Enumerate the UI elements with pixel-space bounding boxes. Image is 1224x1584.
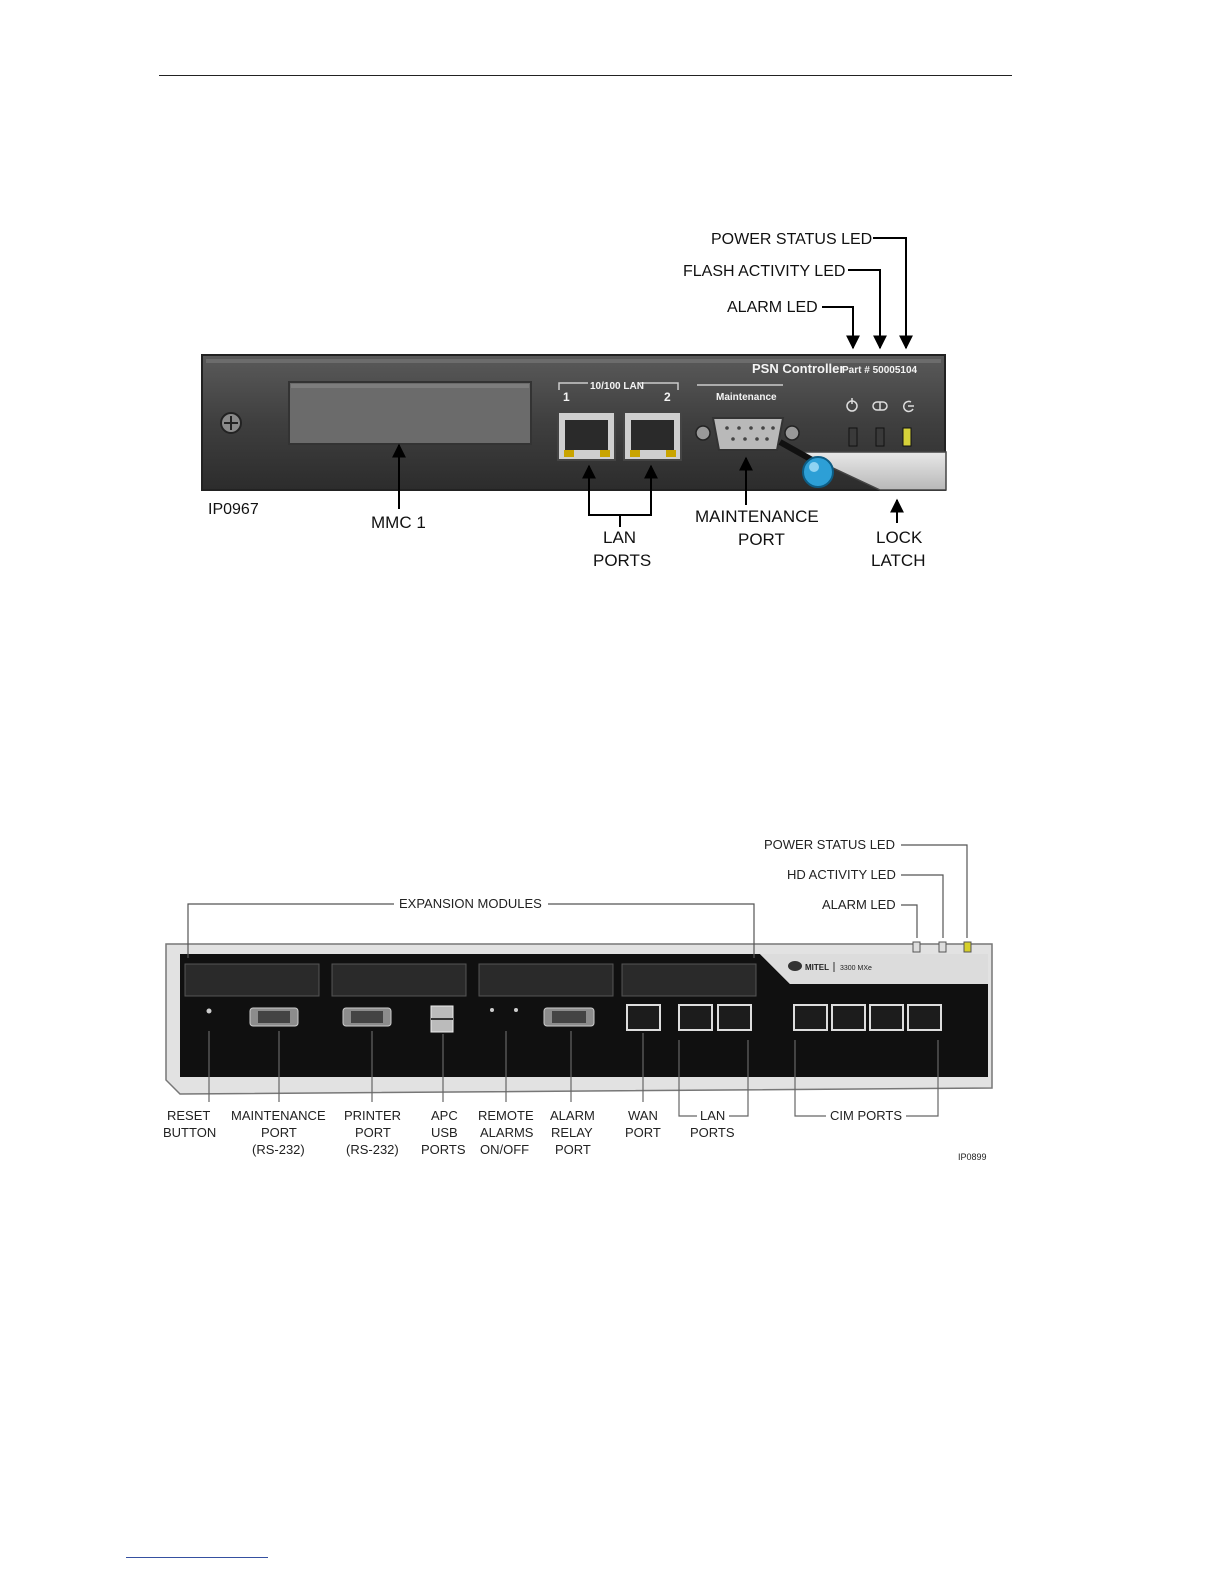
reset-button[interactable]: [206, 1008, 212, 1014]
figure1-id: IP0967: [208, 501, 259, 518]
svg-text:MAINTENANCE: MAINTENANCE: [231, 1108, 326, 1123]
svg-text:ALARM: ALARM: [550, 1108, 595, 1123]
lan-port-2[interactable]: [717, 1004, 752, 1031]
alarm-led-icon: [846, 398, 858, 412]
svg-text:RELAY: RELAY: [551, 1125, 593, 1140]
svg-text:ON/OFF: ON/OFF: [480, 1142, 529, 1157]
power-status-led: [902, 427, 912, 447]
svg-text:(RS-232): (RS-232): [346, 1142, 399, 1157]
maintenance-port-callout-line2: PORT: [738, 530, 785, 549]
remote-alarms-callout: REMOTE ALARMS ON/OFF: [478, 1108, 534, 1157]
svg-text:WAN: WAN: [628, 1108, 658, 1123]
lan-ports-callout: LAN PORTS: [690, 1108, 735, 1140]
maintenance-header-label: Maintenance: [716, 392, 777, 403]
lan-port-2[interactable]: [623, 411, 682, 461]
svg-text:PORT: PORT: [625, 1125, 661, 1140]
lan-port-1[interactable]: [678, 1004, 713, 1031]
cim-ports-callout: CIM PORTS: [830, 1108, 902, 1123]
part-number-label: Part # 50005104: [842, 365, 918, 376]
alarm-led: [848, 427, 858, 447]
mitel-model: 3300 MXe: [840, 965, 872, 972]
lan-ports-callout-line1: LAN: [603, 528, 636, 547]
power-status-led-icon: [902, 400, 914, 413]
maintenance-port-rs232[interactable]: [249, 1007, 299, 1027]
wan-port[interactable]: [626, 1004, 661, 1031]
remote-alarms-led-1: [490, 1008, 494, 1012]
lan-port-2-label: 2: [664, 390, 671, 404]
svg-text:PRINTER: PRINTER: [344, 1108, 401, 1123]
lan-port-1[interactable]: [557, 411, 616, 461]
svg-text:PORT: PORT: [355, 1125, 391, 1140]
svg-text:PORT: PORT: [555, 1142, 591, 1157]
svg-text:ALARMS: ALARMS: [480, 1125, 534, 1140]
maintenance-port-callout-line1: MAINTENANCE: [695, 507, 819, 526]
lock-latch-callout-line2: LATCH: [871, 551, 925, 570]
svg-text:REMOTE: REMOTE: [478, 1108, 534, 1123]
svg-text:PORT: PORT: [261, 1125, 297, 1140]
footer-rule: [126, 1557, 268, 1558]
alarm-led: [912, 941, 921, 953]
figure2-id: IP0899: [958, 1152, 987, 1162]
lock-latch-callout-line1: LOCK: [876, 528, 923, 547]
svg-text:RESET: RESET: [167, 1108, 210, 1123]
wan-port-callout: WAN PORT: [625, 1108, 661, 1140]
svg-text:BUTTON: BUTTON: [163, 1125, 216, 1140]
remote-alarms-led-2: [514, 1008, 518, 1012]
cim-port-3[interactable]: [869, 1004, 904, 1031]
lan-header-label: 10/100 LAN: [590, 381, 644, 392]
lan-ports-callout-line2: PORTS: [593, 551, 651, 570]
header-rule: [159, 75, 1012, 76]
expansion-module-slot-1[interactable]: [184, 963, 320, 997]
power-status-led: [963, 941, 972, 953]
maintenance-db9-port[interactable]: [695, 417, 800, 451]
expansion-module-slot-3[interactable]: [478, 963, 614, 997]
alarm-led-callout: ALARM LED: [727, 299, 818, 316]
svg-text:(RS-232): (RS-232): [252, 1142, 305, 1157]
expansion-modules-callout: EXPANSION MODULES: [399, 896, 542, 911]
lock-latch[interactable]: [778, 439, 947, 491]
cim-port-4[interactable]: [907, 1004, 942, 1031]
expansion-module-slot-4[interactable]: [621, 963, 757, 997]
mitel-logo-icon: [788, 961, 802, 971]
svg-text:PORTS: PORTS: [690, 1125, 735, 1140]
figure2: MITEL 3300 MXe: [163, 837, 993, 1162]
power-status-led-callout: POWER STATUS LED: [764, 837, 895, 852]
svg-text:PORTS: PORTS: [421, 1142, 466, 1157]
lan-port-1-label: 1: [563, 390, 570, 404]
alarm-relay-port[interactable]: [543, 1007, 595, 1027]
cim-port-1[interactable]: [793, 1004, 828, 1031]
svg-text:APC: APC: [431, 1108, 458, 1123]
printer-port-rs232[interactable]: [342, 1007, 392, 1027]
alarm-led-callout: ALARM LED: [822, 897, 896, 912]
mmc-slot: [288, 381, 532, 445]
svg-text:LAN: LAN: [700, 1108, 725, 1123]
apc-usb-ports[interactable]: [430, 1005, 454, 1033]
hd-activity-led-callout: HD ACTIVITY LED: [787, 867, 896, 882]
flash-activity-led-icon: [872, 401, 888, 411]
flash-activity-led-callout: FLASH ACTIVITY LED: [683, 263, 845, 280]
apc-usb-ports-callout: APC USB PORTS: [421, 1108, 466, 1157]
flash-activity-led: [875, 427, 885, 447]
psn-controller-title: PSN Controller: [752, 361, 844, 376]
maintenance-port-callout: MAINTENANCE PORT (RS-232): [231, 1108, 326, 1157]
power-status-led-callout: POWER STATUS LED: [711, 231, 872, 248]
mitel-brand: MITEL: [805, 963, 829, 972]
expansion-module-slot-2[interactable]: [331, 963, 467, 997]
hd-activity-led: [938, 941, 947, 953]
cim-port-2[interactable]: [831, 1004, 866, 1031]
reset-button-callout: RESET BUTTON: [163, 1108, 216, 1140]
printer-port-callout: PRINTER PORT (RS-232): [344, 1108, 401, 1157]
alarm-relay-port-callout: ALARM RELAY PORT: [550, 1108, 595, 1157]
figure1: 10/100 LAN 1 2 Maintenance: [201, 231, 947, 570]
mmc1-callout: MMC 1: [371, 513, 426, 532]
svg-text:USB: USB: [431, 1125, 458, 1140]
